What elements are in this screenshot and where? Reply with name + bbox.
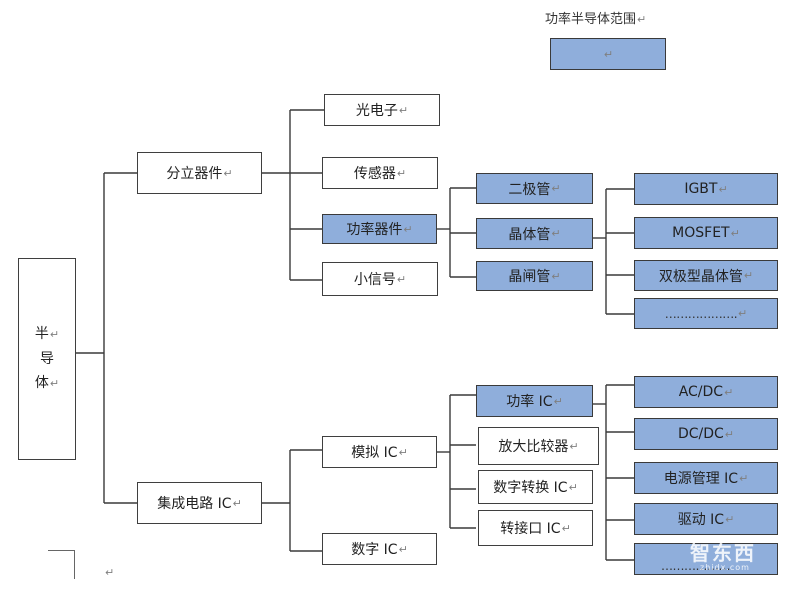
paragraph-mark: ↵ <box>603 47 614 61</box>
node-label: 分立器件 <box>166 166 223 182</box>
node-digital-conversion-ic: 数字转换 IC↵ <box>478 470 593 504</box>
node-transistor-more: ……………….↵ <box>634 298 778 329</box>
node-small-signal: 小信号↵ <box>322 262 438 296</box>
node-label: 功率器件 <box>346 222 403 238</box>
node-label: IGBT <box>684 181 718 197</box>
node-igbt: IGBT↵ <box>634 173 778 205</box>
node-thyristor: 晶闸管↵ <box>476 261 593 291</box>
paragraph-mark: ↵ <box>637 13 647 26</box>
node-interface-ic: 转接口 IC↵ <box>478 510 593 546</box>
node-dcdc: DC/DC↵ <box>634 418 778 450</box>
node-mosfet: MOSFET↵ <box>634 217 778 249</box>
node-driver-ic: 驱动 IC↵ <box>634 503 778 535</box>
node-label: 电源管理 IC <box>663 471 739 487</box>
node-label: 小信号 <box>353 272 396 288</box>
node-label: 晶体管 <box>508 226 551 243</box>
node-label: 光电子 <box>355 103 398 119</box>
node-integrated-circuit: 集成电路 IC↵ <box>137 482 262 524</box>
node-optoelectronic: 光电子↵ <box>324 94 440 126</box>
node-label: 传感器 <box>353 166 396 182</box>
root-char: 体↵ <box>34 375 60 391</box>
node-label: 双极型晶体管 <box>658 268 743 285</box>
node-label: 模拟 IC <box>351 445 398 461</box>
root-char: 半↵ <box>34 326 60 342</box>
node-amplifier-comparator: 放大比较器↵ <box>478 427 599 465</box>
node-sensor: 传感器↵ <box>322 157 438 189</box>
node-power-management-ic: 电源管理 IC↵ <box>634 462 778 494</box>
root-char: 导 <box>40 351 54 367</box>
node-diode: 二极管↵ <box>476 173 593 204</box>
paragraph-mark: ↵ <box>105 566 115 579</box>
node-label: 数字 IC <box>351 542 398 558</box>
legend-title: 功率半导体范围↵ <box>545 8 646 27</box>
node-label: MOSFET <box>672 225 730 241</box>
node-analog-ic: 模拟 IC↵ <box>322 436 437 468</box>
node-label: 晶闸管 <box>508 269 551 285</box>
node-discrete-devices: 分立器件↵ <box>137 152 262 194</box>
node-label: 转接口 IC <box>500 521 561 537</box>
node-power-ic: 功率 IC↵ <box>476 385 593 417</box>
node-label: 集成电路 IC <box>157 496 232 512</box>
watermark-url: zhidx.com <box>700 563 750 572</box>
page-corner-mark <box>48 550 75 579</box>
node-power-ic-more: ……………… <box>634 543 778 575</box>
legend-title-text: 功率半导体范围 <box>545 12 637 27</box>
node-label: DC/DC <box>677 426 724 442</box>
node-label: AC/DC <box>678 384 724 400</box>
node-label: 放大比较器 <box>498 439 569 455</box>
node-label: ………………. <box>664 306 738 321</box>
node-label: 二极管 <box>508 181 551 198</box>
node-label: 数字转换 IC <box>493 480 568 496</box>
node-label: 功率 IC <box>506 394 553 410</box>
node-acdc: AC/DC↵ <box>634 376 778 408</box>
node-label: 驱动 IC <box>677 512 725 528</box>
node-transistor: 晶体管↵ <box>476 218 593 249</box>
node-power-device: 功率器件↵ <box>322 214 437 244</box>
node-bipolar-transistor: 双极型晶体管↵ <box>634 260 778 291</box>
node-semiconductor: 半↵ 导 体↵ <box>18 258 76 460</box>
node-digital-ic: 数字 IC↵ <box>322 533 437 565</box>
watermark-logo: 智东西 <box>690 541 756 565</box>
node-label: ……………… <box>661 559 731 573</box>
legend-swatch: ↵ <box>550 38 666 70</box>
